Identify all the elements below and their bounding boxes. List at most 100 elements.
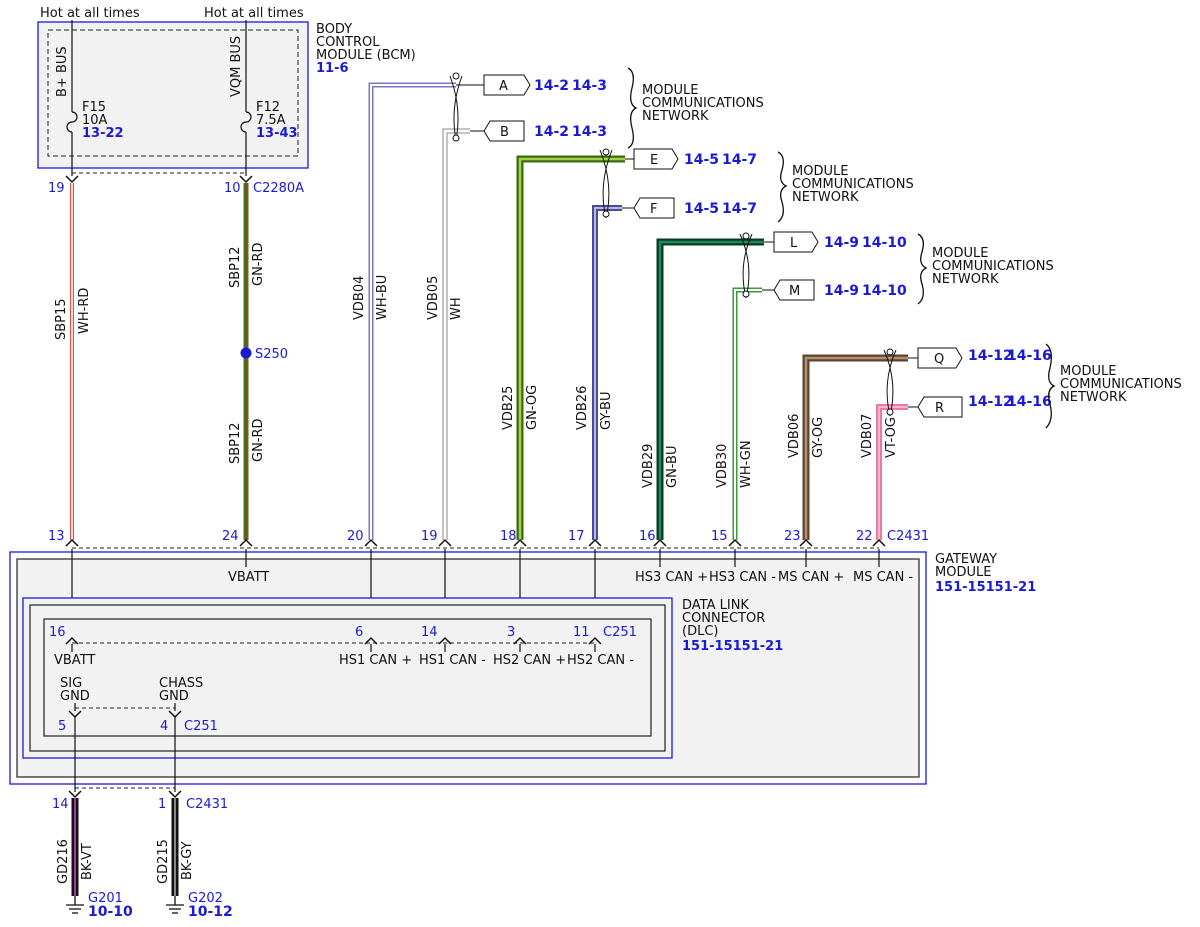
- dlc-vbatt: VBATT: [54, 653, 95, 668]
- network-2-line1: MODULE: [792, 164, 848, 179]
- flag-E-ref1[interactable]: 14-5: [684, 152, 719, 168]
- flag-M-ref2[interactable]: 14-10: [862, 283, 907, 299]
- fuse-f15-name: F15: [82, 100, 106, 115]
- wire-label-vdb05-circuit: VDB05: [426, 276, 441, 320]
- wire-label-sbp12-lower-color: GN-RD: [251, 418, 266, 462]
- network-brace-1-icon: [627, 67, 638, 149]
- fuse-f12-rating: 7.5A: [256, 113, 286, 128]
- fuse-f15-rating: 10A: [82, 113, 108, 128]
- gateway-title-2: MODULE: [935, 565, 991, 580]
- network-2-line2: COMMUNICATIONS: [792, 177, 914, 192]
- dlc-connector-box: [43, 618, 652, 737]
- gateway-vbatt: VBATT: [228, 570, 269, 585]
- dlc-pin-5: 5: [58, 719, 66, 734]
- splice-dot: [240, 347, 252, 359]
- hot-label-left: Hot at all times: [40, 6, 140, 21]
- fuse-f12-icon: [240, 111, 252, 133]
- dlc-hs1-can-plus: HS1 CAN +: [339, 653, 412, 668]
- network-brace-4-icon: [1045, 343, 1056, 429]
- gw-pin-17-icon: [588, 538, 602, 547]
- dlc-pin-4: 4: [160, 719, 168, 734]
- gw-pin-19: 19: [421, 529, 438, 544]
- network-brace-2-icon: [777, 151, 788, 223]
- flag-M[interactable]: M: [773, 279, 815, 301]
- flag-R[interactable]: R: [917, 396, 963, 418]
- gw-pin-22: 22: [856, 529, 873, 544]
- gateway-ref: 151-15151-21: [935, 580, 1036, 595]
- flag-A-ref2[interactable]: 14-3: [572, 78, 607, 94]
- dlc-pin-3-icon: [513, 636, 527, 645]
- flag-Q[interactable]: Q: [917, 347, 963, 369]
- flag-Q-ref1[interactable]: 14-12: [968, 348, 1013, 364]
- flag-E-ref2[interactable]: 14-7: [722, 152, 757, 168]
- wire-label-vdb25-color: GN-OG: [525, 385, 540, 430]
- splice-label: S250: [255, 347, 288, 362]
- flag-F[interactable]: F: [633, 197, 675, 219]
- gnd-pin-14: 14: [52, 797, 69, 812]
- ground-g202-ref[interactable]: 10-12: [188, 904, 233, 920]
- flag-Q-letter: Q: [934, 352, 944, 367]
- twisted-pair-ab-icon: [449, 75, 463, 141]
- network-1-line3: NETWORK: [642, 109, 709, 124]
- pin-arrow-10-icon: [239, 175, 253, 184]
- wire-label-vdb05-color: WH: [449, 297, 464, 320]
- dlc-ref: 151-15151-21: [682, 639, 783, 654]
- ground-g201-ref[interactable]: 10-10: [88, 904, 133, 920]
- network-2-line3: NETWORK: [792, 190, 859, 205]
- flag-B-ref2[interactable]: 14-3: [572, 124, 607, 140]
- wire-label-vdb07-circuit: VDB07: [860, 414, 875, 458]
- gnd-pin-1: 1: [158, 797, 166, 812]
- bcm-title-2: CONTROL: [316, 35, 380, 50]
- gw-pin-16: 16: [639, 529, 656, 544]
- dlc-pin-14-icon: [438, 636, 452, 645]
- dlc-pin-14: 14: [421, 625, 438, 640]
- flag-E[interactable]: E: [633, 148, 679, 170]
- gnd-pin-1-icon: [168, 790, 182, 799]
- dlc-pin-11-icon: [588, 636, 602, 645]
- flag-A-letter: A: [499, 79, 508, 94]
- flag-L-ref1[interactable]: 14-9: [824, 235, 859, 251]
- flag-L[interactable]: L: [773, 231, 819, 253]
- flag-Q-ref2[interactable]: 14-16: [1007, 348, 1052, 364]
- flag-R-ref2[interactable]: 14-16: [1007, 394, 1052, 410]
- dlc-chass-gnd-1: CHASS: [159, 676, 203, 691]
- wire-label-vdb06-color: GY-OG: [811, 417, 826, 458]
- flag-B[interactable]: B: [483, 120, 525, 142]
- flag-L-ref2[interactable]: 14-10: [862, 235, 907, 251]
- ground-g201-label: G201: [88, 891, 123, 906]
- gw-pin-20: 20: [347, 529, 364, 544]
- bcm-connector: C2280A: [253, 181, 304, 196]
- dlc-gnd-connector: C251: [184, 719, 218, 734]
- gw-pin-19-icon: [438, 538, 452, 547]
- dlc-title-1: DATA LINK: [682, 598, 749, 613]
- flag-E-letter: E: [650, 153, 658, 168]
- flag-A[interactable]: A: [483, 74, 531, 96]
- wire-label-sbp15-color: WH-RD: [77, 288, 92, 334]
- flag-R-ref1[interactable]: 14-12: [968, 394, 1013, 410]
- dlc-pin-16-icon: [65, 636, 79, 645]
- gw-pin-22-icon: [872, 538, 886, 547]
- flag-F-ref1[interactable]: 14-5: [684, 201, 719, 217]
- dlc-connector: C251: [603, 625, 637, 640]
- gw-pin-18-icon: [513, 538, 527, 547]
- wire-vdb05: [442, 128, 470, 540]
- flag-F-ref2[interactable]: 14-7: [722, 201, 757, 217]
- flag-M-ref1[interactable]: 14-9: [824, 283, 859, 299]
- wire-label-vdb07-color: VT-OG: [884, 417, 899, 458]
- dlc-pin-6-icon: [364, 636, 378, 645]
- flag-B-letter: B: [500, 125, 509, 140]
- bcm-ref: 11-6: [316, 61, 349, 76]
- dlc-hs2-can-plus: HS2 CAN +: [493, 653, 566, 668]
- bcm-inner-box: [47, 29, 299, 157]
- flag-A-ref1[interactable]: 14-2: [534, 78, 569, 94]
- flag-B-ref1[interactable]: 14-2: [534, 124, 569, 140]
- flag-F-letter: F: [650, 202, 657, 217]
- wire-label-sbp15-circuit: SBP15: [54, 298, 69, 340]
- gw-connector: C2431: [887, 529, 929, 544]
- dlc-pin-16: 16: [49, 625, 66, 640]
- network-4-line1: MODULE: [1060, 364, 1116, 379]
- ground-g202-icon: [166, 896, 184, 914]
- network-1-line2: COMMUNICATIONS: [642, 96, 764, 111]
- wire-label-vdb30-circuit: VDB30: [715, 444, 730, 488]
